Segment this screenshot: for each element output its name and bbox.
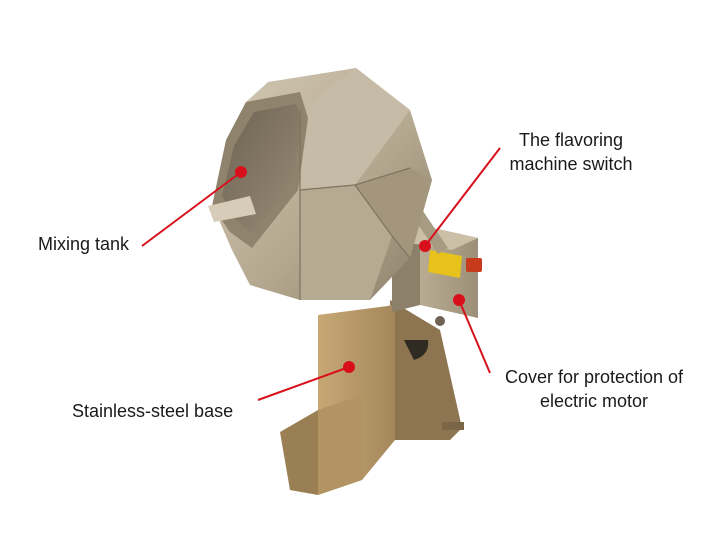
tank-facet-top xyxy=(300,68,410,190)
callouts xyxy=(141,147,501,401)
callout-dot-base xyxy=(343,361,355,373)
base-foot-front xyxy=(318,395,362,495)
callout-label-cover: Cover for protection of electric motor xyxy=(494,365,694,413)
callout-label-base: Stainless-steel base xyxy=(72,401,234,421)
mixing-tank xyxy=(208,68,432,300)
cover-bolt xyxy=(435,316,445,326)
callout-cover-line2: electric motor xyxy=(539,391,649,411)
tank-facet-right xyxy=(355,168,432,258)
callout-dot-mixing-tank xyxy=(235,166,247,178)
base-slot xyxy=(404,340,429,360)
base-foot-plate xyxy=(280,410,318,495)
tank-facet-lower xyxy=(300,185,392,300)
warning-sticker xyxy=(428,250,462,278)
callout-label-mixing-tank: Mixing tank xyxy=(38,234,130,254)
callout-label-switch: The flavoring machine switch xyxy=(496,128,646,176)
callout-dot-cover xyxy=(453,294,465,306)
callout-switch-line1: The flavoring xyxy=(518,130,624,150)
callout-switch-line2: machine switch xyxy=(509,154,633,174)
callout-line-switch xyxy=(424,147,501,247)
callout-cover-line1: Cover for protection of xyxy=(504,367,684,387)
stainless-steel-base xyxy=(280,300,464,495)
base-back-face xyxy=(390,300,462,440)
callout-dot-switch xyxy=(419,240,431,252)
tank-edge-2 xyxy=(354,184,411,259)
callout-line-base xyxy=(257,366,350,401)
base-foot-pad-right xyxy=(442,422,464,430)
callout-line-cover xyxy=(458,299,491,374)
tank-inner-lip xyxy=(208,196,256,222)
callout-line-mixing-tank xyxy=(141,171,242,247)
machine-switch xyxy=(466,258,482,272)
